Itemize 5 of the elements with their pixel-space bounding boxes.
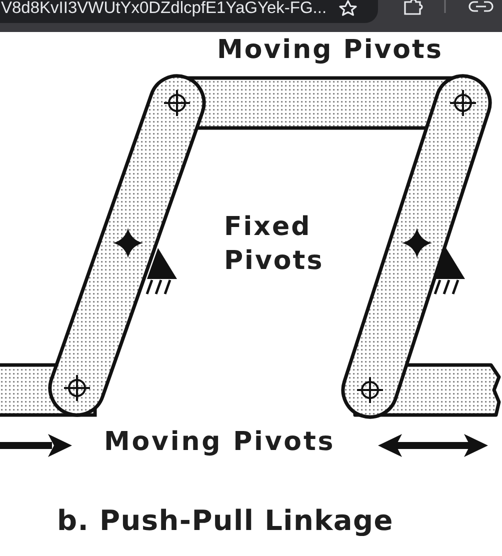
pivot-label: Moving Pivots xyxy=(217,36,443,66)
pivot-label: Fixed Pivots xyxy=(224,211,324,278)
figure-caption: b. Push-Pull Linkage xyxy=(57,505,394,536)
url-text: V8d8KvII3VWUtYx0DZdlcpfE1YaGYek-FG... xyxy=(1,0,327,17)
pivot-label: Moving Pivots xyxy=(104,428,336,458)
